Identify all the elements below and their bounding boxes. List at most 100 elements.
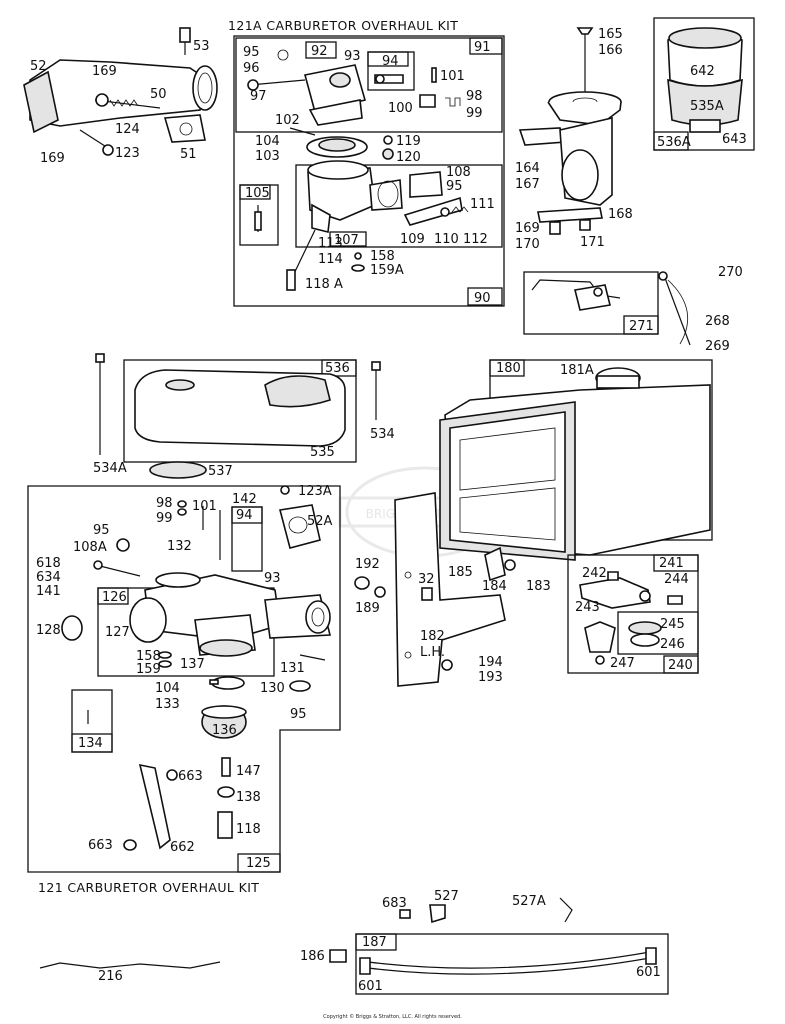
part-label-535: 535 [310,445,335,460]
part-label-91: 91 [474,40,491,55]
part-label-111: 111 [470,197,495,212]
part-label-131: 131 [280,661,305,676]
part-label-141: 141 [36,584,61,599]
part-label-271: 271 [629,319,654,334]
part-label-194: 194 [478,655,503,670]
part-label-243: 243 [575,600,600,615]
part-label-268: 268 [705,314,730,329]
part-label-126: 126 [102,590,127,605]
part-label-52: 52 [30,59,47,74]
part-label-53: 53 [193,39,210,54]
part-label-159: 159 [136,662,161,677]
copyright-notice: Copyright © Briggs & Stratton, LLC. All … [323,1014,462,1020]
part-label-164: 164 [515,161,540,176]
part-label-193: 193 [478,670,503,685]
part-label-51: 51 [180,147,197,162]
part-label-534: 534 [370,427,395,442]
part-label-184: 184 [482,579,507,594]
part-label-103: 103 [255,149,280,164]
part-label-108: 108 [446,165,471,180]
part-label-180: 180 [496,361,521,376]
part-label-169: 169 [92,64,117,79]
part-label-114: 114 [318,252,343,267]
part-label-96: 96 [243,61,260,76]
part-label-113: 113 [318,236,343,251]
part-label-663: 663 [178,769,203,784]
kit-121-title: 121 CARBURETOR OVERHAUL KIT [38,880,259,895]
part-label-242: 242 [582,566,607,581]
carburetor-121-assembly [27,485,341,873]
part-label-99: 99 [466,106,483,121]
part-label-536a: 536A [657,135,691,150]
part-label-99-b: 99 [156,511,173,526]
part-label-137: 137 [180,657,205,672]
part-label-535a: 535A [690,99,724,114]
carburetor-121a-assembly [233,35,505,307]
part-label-120: 120 [396,150,421,165]
part-label-128: 128 [36,623,61,638]
part-label-134: 134 [78,736,103,751]
part-label-98: 98 [466,89,483,104]
air-cleaner-cover-group [95,353,381,479]
part-label-537: 537 [208,464,233,479]
part-label-109: 109 [400,232,425,247]
part-label-147: 147 [236,764,261,779]
part-label-245: 245 [660,617,685,632]
part-label-104: 104 [255,134,280,149]
part-label-683: 683 [382,896,407,911]
air-cleaner-bracket-group [518,27,622,235]
part-label-101: 101 [440,69,465,84]
part-label-97: 97 [250,89,267,104]
part-label-244: 244 [664,572,689,587]
part-label-186: 186 [300,949,325,964]
part-label-643: 643 [722,132,747,147]
part-label-247: 247 [610,656,635,671]
part-label-142: 142 [232,492,257,507]
part-label-93: 93 [344,49,361,64]
part-label-101-b: 101 [192,499,217,514]
part-label-52a: 52A [307,514,333,529]
part-label-124: 124 [115,122,140,137]
part-label-136: 136 [212,723,237,738]
part-label-92: 92 [311,44,328,59]
part-label-90: 90 [474,291,491,306]
part-label-527a: 527A [512,894,546,909]
part-label-107: 107 [334,233,359,248]
part-label-182: 182 [420,629,445,644]
tank-bracket-group [354,492,506,687]
part-label-241: 241 [659,556,684,571]
part-label-158: 158 [370,249,395,264]
part-label-119: 119 [396,134,421,149]
part-label-118a: 118 A [305,277,343,292]
part-label-170: 170 [515,237,540,252]
part-label-98-b: 98 [156,496,173,511]
fuel-tank-group [439,359,713,582]
part-label-112: 112 [463,232,488,247]
part-label-130: 130 [260,681,285,696]
part-label-167: 167 [515,177,540,192]
part-label-169-c: 169 [515,221,540,236]
part-label-168: 168 [608,207,633,222]
part-label-618: 618 [36,556,61,571]
part-label-158-b: 158 [136,649,161,664]
part-label-270: 270 [718,265,743,280]
part-label-102: 102 [275,113,300,128]
part-label-185: 185 [448,565,473,580]
part-label-105: 105 [245,186,270,201]
part-label-118: 118 [236,822,261,837]
part-label-127: 127 [105,625,130,640]
part-label-32: 32 [418,572,435,587]
fuel-shutoff-valve-group [567,554,699,674]
part-label-534a: 534A [93,461,127,476]
part-label-169-b: 169 [40,151,65,166]
part-label-95-c: 95 [93,523,110,538]
part-label-171: 171 [580,235,605,250]
part-label-95-d: 95 [290,707,307,722]
part-label-662: 662 [170,840,195,855]
part-label-108a: 108A [73,540,107,555]
part-label-642: 642 [690,64,715,79]
air-filter-element-group [653,17,755,151]
part-label-123: 123 [115,146,140,161]
